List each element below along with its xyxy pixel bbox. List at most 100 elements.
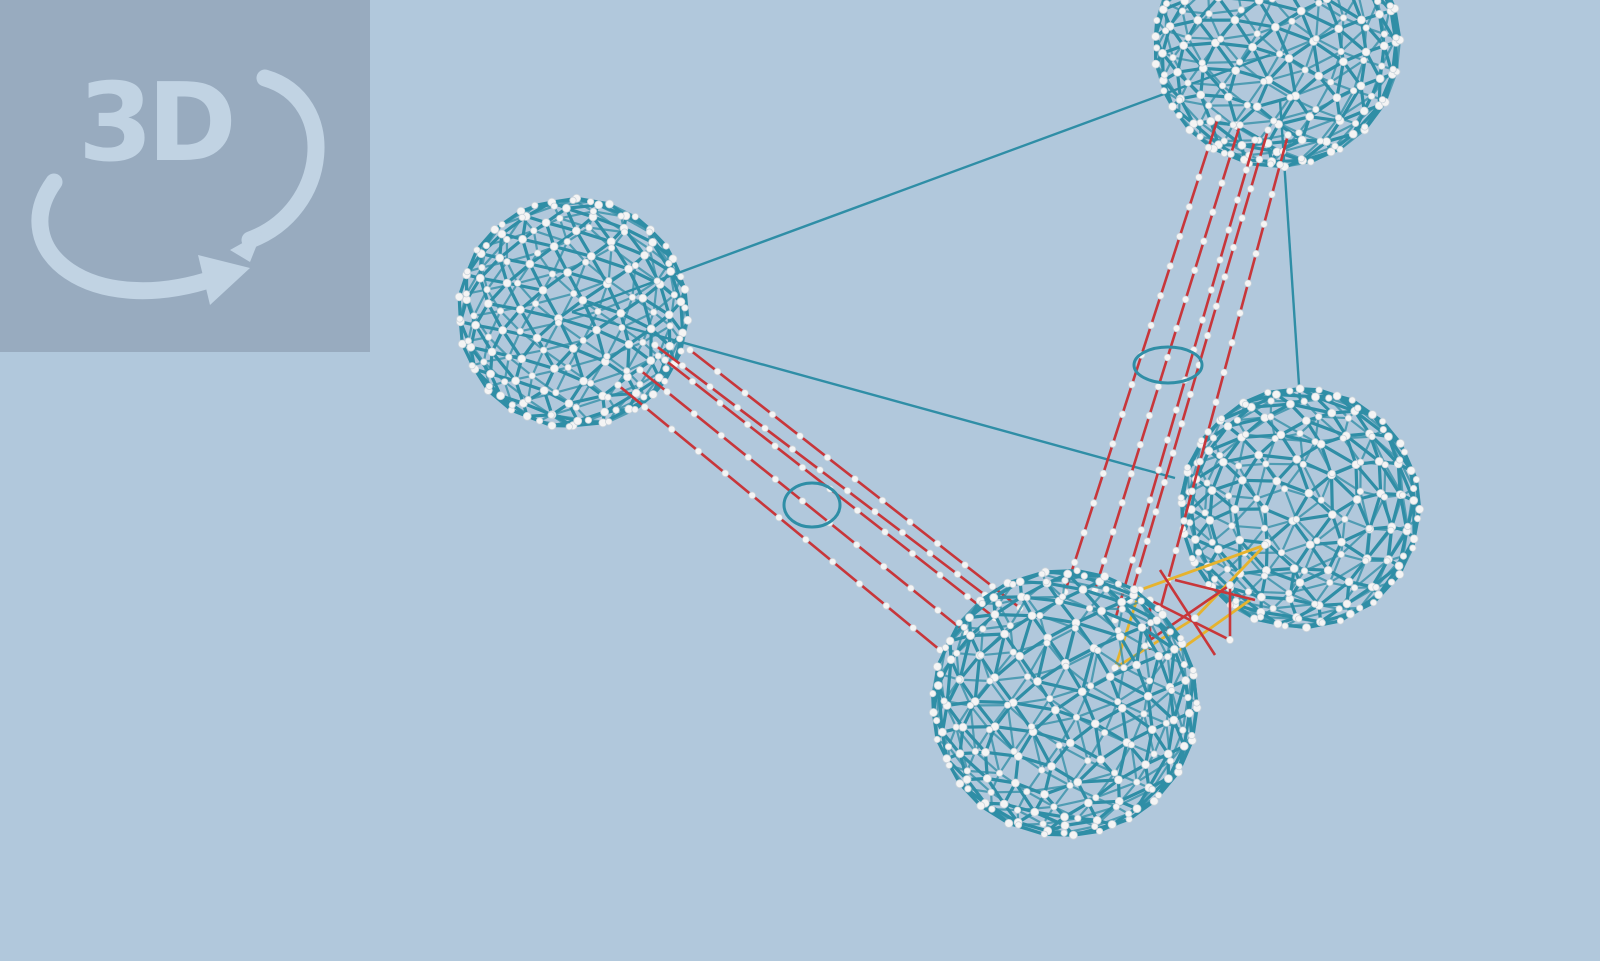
node — [1238, 141, 1246, 149]
node — [509, 402, 515, 408]
node — [1182, 677, 1190, 685]
node — [1097, 756, 1105, 764]
node — [1028, 612, 1036, 620]
node — [963, 776, 971, 784]
node — [501, 379, 507, 385]
node — [956, 780, 964, 788]
node — [844, 487, 851, 494]
node — [587, 199, 593, 205]
node — [1155, 383, 1162, 390]
node — [935, 607, 942, 614]
node — [1170, 716, 1178, 724]
node — [1173, 325, 1180, 332]
node — [665, 311, 673, 319]
node — [1101, 730, 1107, 736]
rotate-3d-badge[interactable]: 3D — [0, 0, 370, 352]
node — [526, 260, 534, 268]
node — [1261, 573, 1267, 579]
node — [678, 348, 684, 354]
node — [1297, 430, 1303, 436]
node — [1243, 167, 1250, 174]
node — [1370, 600, 1376, 606]
node — [1141, 711, 1147, 717]
node — [1071, 559, 1078, 566]
node — [1185, 709, 1193, 717]
node — [1178, 420, 1185, 427]
node — [1335, 115, 1341, 121]
node — [1151, 751, 1157, 757]
node — [1185, 35, 1191, 41]
node — [1379, 97, 1385, 103]
sphere-top-right — [1152, 0, 1404, 171]
node — [1221, 138, 1227, 144]
node — [1064, 570, 1072, 578]
node — [1312, 393, 1320, 401]
node — [1074, 778, 1082, 786]
node — [1278, 549, 1284, 555]
node — [1187, 391, 1194, 398]
node — [817, 467, 824, 474]
node — [483, 242, 489, 248]
node — [934, 540, 941, 547]
node — [1078, 688, 1086, 696]
node — [1147, 497, 1154, 504]
strut — [474, 311, 501, 316]
strut — [1332, 475, 1333, 515]
node — [1178, 495, 1184, 501]
node — [1296, 579, 1304, 587]
node — [1397, 439, 1405, 447]
node — [1313, 106, 1319, 112]
node — [1313, 36, 1319, 42]
node — [604, 353, 610, 359]
node — [1230, 244, 1237, 251]
node — [927, 550, 934, 557]
node — [1164, 750, 1172, 758]
node — [496, 254, 504, 262]
node — [499, 326, 507, 334]
node — [1101, 558, 1108, 565]
node — [1016, 578, 1024, 586]
node — [1369, 411, 1377, 419]
node — [1261, 221, 1268, 228]
node — [996, 770, 1002, 776]
node — [557, 215, 563, 221]
node — [789, 446, 796, 453]
strut — [1242, 480, 1276, 481]
node — [1272, 391, 1280, 399]
node — [959, 723, 967, 731]
node — [646, 246, 652, 252]
node — [1234, 417, 1240, 423]
node — [1349, 397, 1355, 403]
node — [1000, 800, 1008, 808]
node — [1121, 665, 1127, 671]
node — [983, 775, 991, 783]
node — [1244, 102, 1250, 108]
node — [1176, 97, 1182, 103]
node — [1194, 700, 1200, 706]
node — [647, 325, 655, 333]
node — [1142, 643, 1148, 649]
node — [1410, 535, 1418, 543]
node — [1081, 573, 1087, 579]
node — [1337, 618, 1343, 624]
node — [1090, 500, 1097, 507]
node — [677, 336, 683, 342]
node — [1086, 605, 1092, 611]
node — [1316, 0, 1322, 6]
node — [1357, 82, 1365, 90]
node — [1362, 124, 1368, 130]
node — [1287, 94, 1293, 100]
node — [1191, 614, 1198, 621]
node — [910, 625, 917, 632]
node — [606, 419, 612, 425]
node — [1303, 624, 1311, 632]
node — [1174, 68, 1182, 76]
node — [1221, 150, 1227, 156]
node — [529, 373, 535, 379]
node — [1016, 652, 1024, 660]
node — [1211, 576, 1217, 582]
node — [1199, 317, 1206, 324]
node — [1205, 447, 1213, 455]
strut — [530, 264, 568, 273]
node — [566, 424, 572, 430]
